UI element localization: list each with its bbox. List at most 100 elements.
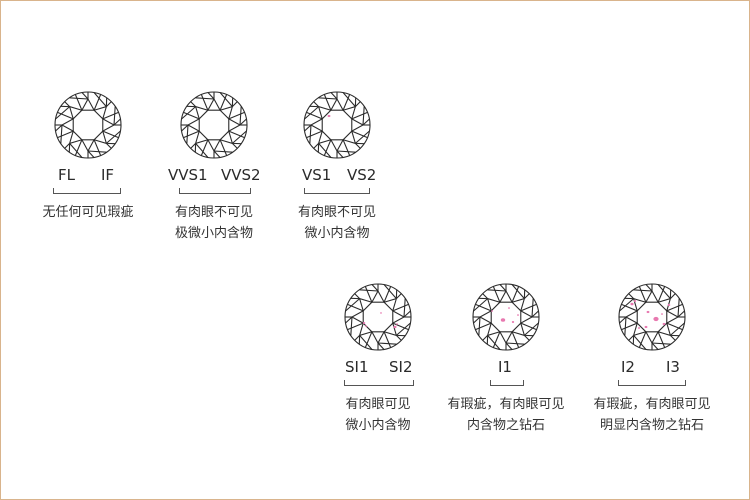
inclusion-mark	[511, 321, 515, 323]
grade-label: SI1	[345, 358, 369, 376]
facet-line	[669, 293, 676, 300]
facet-line	[651, 342, 671, 345]
star-facets	[309, 97, 365, 153]
table-facet	[490, 301, 522, 333]
facet-line	[183, 111, 200, 120]
facet-line	[657, 284, 671, 299]
facet-line	[351, 130, 368, 139]
facet-line	[213, 150, 233, 153]
facet-line	[619, 316, 627, 324]
facet-line	[482, 334, 489, 341]
inclusion-mark	[517, 314, 519, 316]
grade-vs: VS1 VS2 有肉眼不可见 微小内含物	[262, 90, 412, 244]
facet-line	[523, 334, 530, 341]
facet-line	[633, 335, 647, 350]
facet-line	[106, 130, 121, 144]
grade-bracket	[13, 188, 163, 196]
facet-line	[342, 94, 351, 111]
facet-line	[93, 139, 102, 156]
grade-description: 无任何可见瑕疵	[42, 205, 134, 220]
facet-line	[511, 284, 525, 299]
facet-line	[359, 289, 379, 292]
facet-line	[304, 106, 319, 120]
facet-line	[318, 143, 332, 158]
facet-line	[231, 101, 238, 108]
facet-line	[354, 101, 361, 108]
facet-line	[669, 334, 676, 341]
grade-label: VS1	[302, 166, 332, 184]
facet-line	[323, 139, 332, 156]
facet-line	[651, 342, 659, 350]
facet-line	[57, 111, 74, 120]
facet-line	[492, 286, 501, 303]
facet-line	[670, 322, 685, 336]
facet-line	[113, 106, 116, 126]
facet-line	[69, 97, 89, 100]
facet-line	[213, 150, 221, 158]
facet-line	[499, 284, 507, 292]
diamond-icon	[472, 283, 540, 351]
grade-si: SI1 SI2 有肉眼可见 微小内含物	[303, 282, 453, 436]
facet-line	[624, 316, 627, 336]
facet-line	[666, 303, 683, 312]
facet-line	[87, 150, 95, 158]
facet-line	[354, 293, 361, 300]
facet-line	[64, 142, 71, 149]
grade-vvs: VVS1 VVS2 有肉眼不可见 极微小内含物	[139, 90, 289, 244]
table-facet	[636, 301, 668, 333]
facet-line	[645, 284, 653, 292]
facet-line	[395, 334, 402, 341]
inclusion-mark	[508, 307, 510, 309]
facet-line	[93, 92, 107, 107]
grade-labels: I1	[431, 358, 581, 380]
diamond-icon	[618, 283, 686, 351]
grade-labels: VVS1 VVS2	[139, 166, 289, 188]
facet-line	[183, 130, 200, 139]
facet-line	[403, 310, 411, 318]
inclusion-mark	[644, 325, 648, 329]
facet-line	[74, 94, 83, 111]
grade-labels: FL IF	[13, 166, 163, 188]
facet-line	[200, 139, 209, 156]
facet-line	[364, 331, 373, 348]
star-facets	[350, 289, 406, 345]
facet-line	[186, 124, 189, 144]
facet-line	[666, 322, 683, 331]
facet-line	[638, 331, 647, 348]
inclusion-mark	[646, 310, 650, 314]
grade-label: FL	[58, 166, 75, 184]
facet-line	[351, 111, 368, 120]
facet-line	[628, 334, 635, 341]
diamond-icon	[54, 91, 122, 159]
inclusion-mark	[393, 325, 397, 329]
grade-bracket	[431, 380, 581, 388]
inclusion-mark	[637, 327, 641, 329]
facet-line	[306, 130, 323, 139]
diamond-icon	[344, 283, 412, 351]
facet-line	[105, 142, 112, 149]
inclusion-mark	[327, 114, 331, 118]
facet-line	[392, 322, 409, 331]
facet-line	[69, 143, 83, 158]
facet-line	[677, 298, 680, 318]
facet-line	[520, 303, 537, 312]
grade-label: IF	[101, 166, 115, 184]
facet-line	[638, 286, 647, 303]
facet-line	[523, 293, 530, 300]
facet-line	[355, 130, 370, 144]
facet-line	[505, 342, 525, 345]
facet-line	[304, 124, 312, 132]
grade-description: 有肉眼不可见 微小内含物	[297, 205, 376, 241]
facet-line	[87, 150, 107, 153]
facet-line	[228, 111, 245, 120]
facet-line	[383, 284, 397, 299]
facet-line	[621, 303, 638, 312]
grade-labels: I2 I3	[577, 358, 727, 380]
facet-line	[377, 342, 385, 350]
facet-line	[524, 322, 539, 336]
facet-line	[105, 101, 112, 108]
facet-line	[475, 303, 492, 312]
facet-line	[345, 316, 353, 324]
facet-line	[392, 303, 409, 312]
facet-line	[619, 298, 634, 312]
